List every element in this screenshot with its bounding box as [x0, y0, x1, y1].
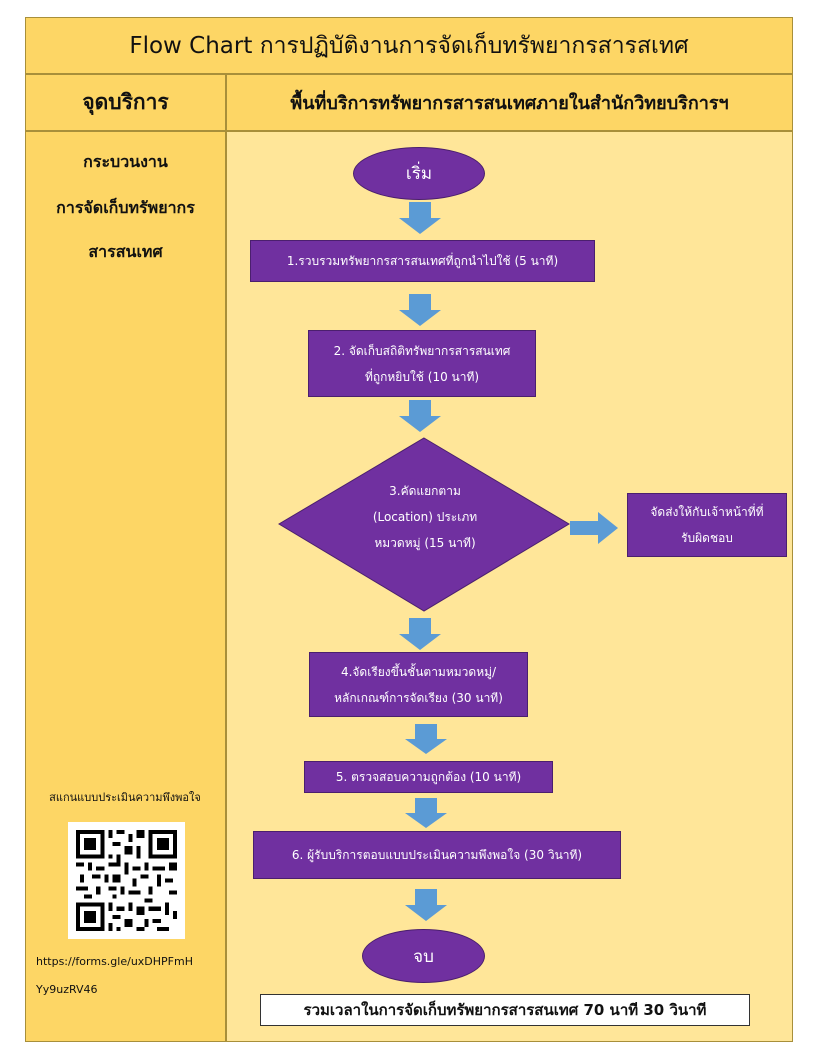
arrow-down-icon [405, 889, 447, 921]
end-node: จบ [362, 929, 485, 983]
step-2-box: 2. จัดเก็บสถิติทรัพยากรสารสนเทศ ที่ถูกหย… [308, 330, 536, 397]
step-1-label: 1.รวบรวมทรัพยากรสารสนเทศที่ถูกนำไปใช้ (5… [286, 254, 559, 268]
start-node: เริ่ม [353, 147, 485, 200]
step-2-label-line1: 2. จัดเก็บสถิติทรัพยากรสารสนเทศ [333, 343, 511, 358]
survey-url-line1[interactable]: https://forms.gle/uxDHPFmH [36, 955, 193, 968]
step-3-label-line1: 3.คัดแยกตาม [389, 484, 461, 498]
step-5-box: 5. ตรวจสอบความถูกต้อง (10 นาที) [304, 761, 553, 793]
service-area-header: พื้นที่บริการทรัพยากรสารสนเทศภายในสำนักว… [226, 74, 793, 131]
qr-code-icon[interactable] [68, 822, 185, 939]
step-4-box: 4.จัดเรียงขึ้นชั้นตามหมวดหมู่/ หลักเกณฑ์… [309, 652, 528, 717]
decision-diamond [278, 437, 570, 612]
arrow-right-icon [570, 512, 618, 544]
handoff-label-line2: รับผิดชอบ [681, 531, 733, 545]
step-3-label-line3: หมวดหมู่ (15 นาที) [374, 536, 476, 550]
page-title: Flow Chart การปฏิบัติงานการจัดเก็บทรัพยา… [25, 17, 793, 74]
process-label-line1: กระบวนงาน [83, 152, 168, 171]
step-1-box: 1.รวบรวมทรัพยากรสารสนเทศที่ถูกนำไปใช้ (5… [250, 240, 595, 282]
step-5-label: 5. ตรวจสอบความถูกต้อง (10 นาที) [335, 770, 522, 784]
service-point-header: จุดบริการ [25, 74, 226, 131]
step-4-label-line2: หลักเกณฑ์การจัดเรียง (30 นาที) [334, 690, 503, 705]
process-label-line3: สารสนเทศ [88, 242, 163, 261]
handoff-box: จัดส่งให้กับเจ้าหน้าที่ที่ รับผิดชอบ [627, 493, 787, 557]
step-3-label-line2: (Location) ประเภท [372, 510, 478, 524]
arrow-down-icon [399, 202, 441, 234]
arrow-down-icon [405, 798, 447, 828]
survey-url-line2[interactable]: Yy9uzRV46 [36, 983, 98, 996]
arrow-down-icon [399, 618, 441, 650]
step-6-box: 6. ผู้รับบริการตอบแบบประเมินความพึงพอใจ … [253, 831, 621, 879]
step-4-label-line1: 4.จัดเรียงขึ้นชั้นตามหมวดหมู่/ [340, 664, 497, 679]
total-time-summary: รวมเวลาในการจัดเก็บทรัพยากรสารสนเทศ 70 น… [260, 994, 750, 1026]
step-2-label-line2: ที่ถูกหยิบใช้ (10 นาที) [364, 369, 480, 384]
step-3-label: 3.คัดแยกตาม (Location) ประเภท หมวดหมู่ (… [340, 478, 510, 556]
handoff-label-line1: จัดส่งให้กับเจ้าหน้าที่ที่ [650, 505, 764, 519]
arrow-down-icon [405, 724, 447, 754]
step-6-label: 6. ผู้รับบริการตอบแบบประเมินความพึงพอใจ … [291, 848, 583, 862]
arrow-down-icon [399, 400, 441, 432]
flowchart-area [226, 131, 793, 1042]
process-label-line2: การจัดเก็บทรัพยากร [56, 198, 195, 217]
arrow-down-icon [399, 294, 441, 326]
scan-instruction: สแกนแบบประเมินความพึงพอใจ [49, 791, 201, 804]
